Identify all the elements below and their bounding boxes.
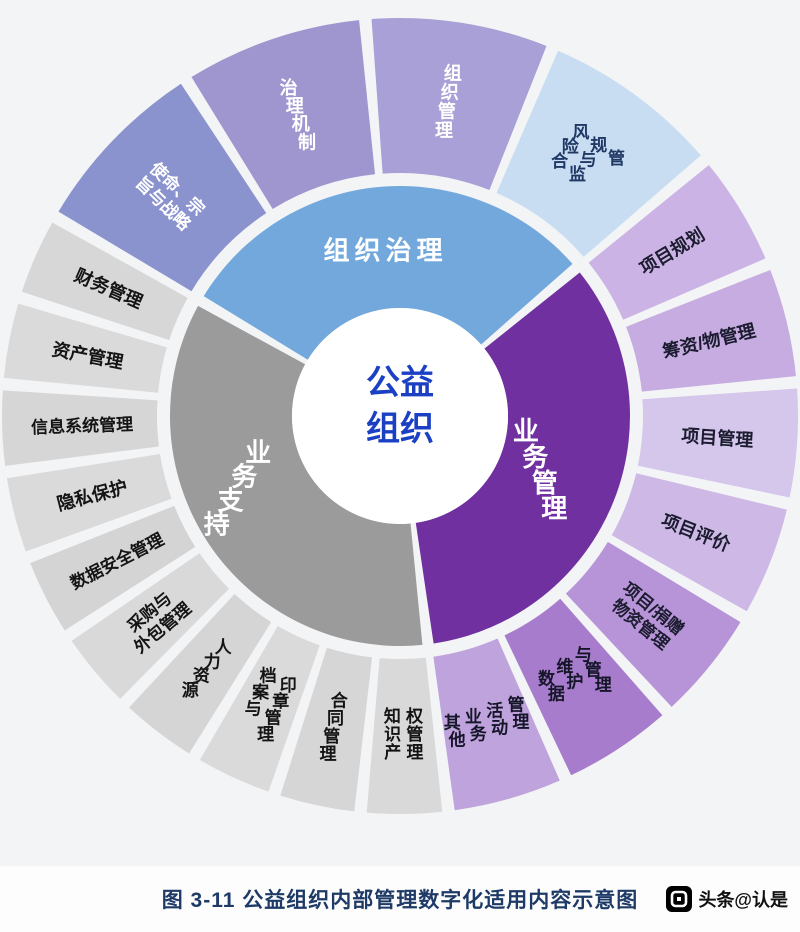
- label-risk-compliance-supervision: 险: [562, 136, 580, 156]
- label-risk-compliance-supervision: 管: [608, 148, 625, 168]
- label-organization-management: 织: [441, 82, 459, 103]
- outer-segment-mission-purpose-strategy: [58, 83, 267, 292]
- label-organization-management: 管: [438, 100, 456, 121]
- outer-segment-information-system-management: [2, 390, 159, 466]
- outer-segment-organization-management: [371, 18, 547, 191]
- label-risk-compliance-supervision: 与: [580, 151, 597, 170]
- label-other-business-activities-management: 他: [448, 730, 466, 750]
- label-business-support: 务: [231, 462, 257, 492]
- outer-segment-project-planning: [588, 164, 766, 320]
- label-other-business-activities-management: 其: [444, 712, 461, 732]
- label-governance-mechanism: 制: [298, 132, 316, 152]
- label-business-management: 业: [513, 416, 539, 446]
- label-business-management: 管: [532, 468, 558, 498]
- label-data-maintenance-management: 与: [575, 645, 592, 664]
- label-project-management: 项目管理: [681, 425, 754, 451]
- label-data-maintenance-management: 管: [585, 659, 602, 679]
- label-human-resources: 力: [204, 651, 221, 671]
- label-contract-management: 合: [331, 691, 349, 711]
- label-business-support: 支: [217, 485, 243, 515]
- label-governance-mechanism: 理: [286, 96, 304, 116]
- outer-segment-human-resources: [129, 594, 272, 754]
- label-data-maintenance-management: 护: [566, 672, 583, 692]
- label-other-business-activities-management: 动: [491, 719, 508, 738]
- outer-segment-privacy-protection: [6, 454, 172, 552]
- outer-segment-data-security-management: [30, 505, 196, 631]
- label-intellectual-property-management: 知: [383, 706, 401, 726]
- label-intellectual-property-management: 管: [406, 724, 423, 744]
- outer-segment-project-management: [637, 388, 798, 498]
- toutiao-logo-icon: [666, 886, 693, 912]
- watermark-text: 头条@认是: [698, 890, 788, 910]
- label-information-system-management: 信息系统管理: [31, 414, 134, 437]
- label-archives-seal-management: 理: [257, 725, 274, 744]
- inner-segment-organization-governance: [203, 185, 573, 360]
- label-business-management: 务: [522, 442, 548, 472]
- label-human-resources: 人: [215, 638, 233, 657]
- outer-segment-risk-compliance-supervision: [496, 50, 701, 257]
- outer-segment-contract-management: [280, 647, 373, 812]
- figure-caption: 图 3-11 公益组织内部管理数字化适用内容示意图: [161, 889, 639, 912]
- label-data-maintenance-management: 据: [548, 684, 565, 704]
- label-organization-governance: 组织治理: [323, 236, 447, 266]
- label-human-resources: 源: [182, 680, 199, 700]
- label-risk-compliance-supervision: 风: [572, 123, 589, 142]
- label-organization-management: 组: [444, 63, 462, 84]
- watermark: 头条@认是: [666, 886, 788, 912]
- label-data-maintenance-management: 维: [556, 657, 573, 677]
- label-intellectual-property-management: 理: [406, 743, 423, 762]
- label-contract-management: 管: [323, 726, 340, 746]
- label-risk-compliance-supervision: 规: [590, 136, 607, 155]
- label-contract-management: 同: [327, 709, 344, 728]
- caption-row: 图 3-11 公益组织内部管理数字化适用内容示意图 头条@认是: [0, 866, 800, 932]
- label-archives-seal-management: 印: [280, 676, 297, 695]
- outer-segment-project-donation-materials-management: [565, 541, 741, 707]
- label-data-maintenance-management: 数: [538, 669, 556, 689]
- label-intellectual-property-management: 识: [384, 725, 401, 744]
- label-business-management: 理: [541, 494, 567, 524]
- label-other-business-activities-management: 活: [486, 700, 503, 720]
- inner-segment-business-support: [169, 305, 423, 646]
- label-risk-compliance-supervision: 监: [569, 164, 586, 184]
- inner-segment-business-management: [415, 272, 630, 644]
- outer-segment-data-maintenance-management: [504, 598, 663, 776]
- label-archives-seal-management: 案: [251, 682, 270, 702]
- center-circle: [292, 308, 508, 524]
- outer-segment-procurement-outsourcing-management: [71, 553, 230, 699]
- label-intellectual-property-management: 权: [405, 706, 424, 726]
- outer-segment-other-business-activities-management: [433, 638, 560, 811]
- label-archives-seal-management: 章: [272, 691, 289, 711]
- outer-segment-governance-mechanism: [191, 20, 376, 210]
- label-contract-management: 理: [320, 744, 337, 763]
- label-other-business-activities-management: 理: [512, 713, 529, 732]
- outer-segment-project-evaluation: [611, 473, 787, 612]
- label-other-business-activities-management: 务: [470, 724, 488, 744]
- label-business-support: 业: [245, 438, 271, 468]
- label-other-business-activities-management: 业: [465, 707, 482, 726]
- label-other-business-activities-management: 管: [508, 694, 525, 714]
- label-human-resources: 资: [193, 666, 210, 686]
- outer-segment-fundraising-goods-management: [626, 269, 796, 392]
- label-intellectual-property-management: 产: [384, 742, 401, 762]
- label-archives-seal-management: 档: [260, 666, 277, 686]
- center-label: 公益组织: [366, 364, 434, 448]
- label-data-maintenance-management: 理: [595, 676, 612, 695]
- outer-segment-intellectual-property-management: [366, 657, 443, 814]
- outer-segment-archives-seal-management: [199, 626, 320, 792]
- label-governance-mechanism: 机: [292, 114, 310, 134]
- label-governance-mechanism: 治: [280, 77, 298, 98]
- label-business-support: 持: [204, 509, 230, 539]
- label-archives-seal-management: 与: [245, 699, 262, 718]
- outer-segment-asset-management: [3, 303, 167, 393]
- outer-segment-financial-management: [21, 222, 188, 341]
- label-archives-seal-management: 管: [265, 708, 282, 728]
- sunburst-diagram: 使命、宗旨与战略治理机制组织管理风险合规与监管组织治理项目规划筹资/物管理项目管…: [2, 18, 798, 814]
- label-risk-compliance-supervision: 合: [551, 151, 569, 171]
- label-organization-management: 理: [435, 120, 453, 140]
